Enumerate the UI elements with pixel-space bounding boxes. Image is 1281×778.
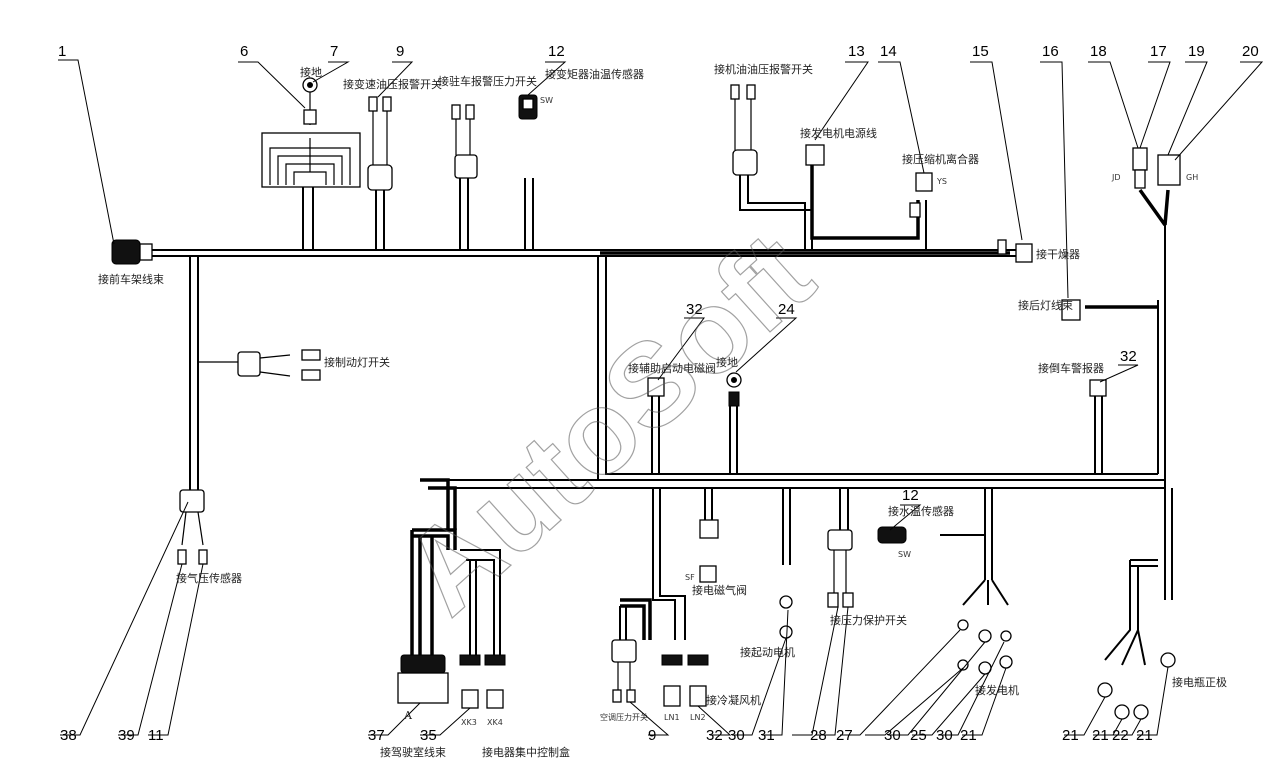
callout-35: 35 [420,727,437,744]
callout-21-c: 21 [1092,727,1109,744]
callout-22: 22 [1112,727,1129,744]
callout-32-right: 32 [1120,348,1137,365]
callout-30-c: 30 [936,727,953,744]
harness-wires [150,165,1173,666]
callout-37: 37 [368,727,385,744]
callout-30-a: 30 [728,727,745,744]
callout-12-bottom: 12 [902,487,919,504]
callout-24: 24 [778,301,795,318]
watermark: AutoSoft [379,208,837,639]
component-labels: 接前车架线束 接地 接变速油压报警开关 接驻车报警压力开关 接变矩器油温传感器 … [98,62,1227,759]
callout-27: 27 [836,727,853,744]
label-water-temp: 接水温传感器 [888,505,954,518]
label-trans-oil-temp: 接变矩器油温传感器 [545,67,644,81]
label-speed-switch: 接变速油压报警开关 [343,77,442,91]
callout-21-a: 21 [960,727,977,744]
label-condenser-fan: 接冷凝风机 [706,693,761,707]
label-brake-lamp: 接制动灯开关 [324,355,390,369]
label-ac-clutch: 接压缩机离合器 [902,152,979,166]
callout-7: 7 [330,43,338,60]
callout-6: 6 [240,43,248,60]
tag-xk4: XK4 [487,718,503,727]
callout-31: 31 [758,727,775,744]
tag-jd: JD [1111,173,1121,182]
label-relay-box: 接电器集中控制盒 [482,745,570,759]
callout-9-bottom: 9 [648,727,656,744]
callout-21-d: 21 [1136,727,1153,744]
label-ground-mid: 接地 [716,356,738,369]
tag-gh: GH [1186,173,1198,182]
tag-ys: YS [936,177,947,186]
callout-leaders [58,59,1264,736]
callout-19: 19 [1188,43,1205,60]
label-cab-harness: 接驾驶室线束 [380,745,446,759]
callout-15: 15 [972,43,989,60]
callout-1: 1 [58,43,66,60]
label-reverse-alarm: 接倒车警报器 [1038,361,1104,375]
callout-20: 20 [1242,43,1259,60]
callout-numbers: 1 6 7 9 12 13 14 15 16 18 17 19 20 32 24… [58,43,1259,744]
label-ac-pressure: 空调压力开关 [600,712,648,722]
tag-ln1: LN1 [664,713,680,722]
front-harness-plug-icon [111,239,141,265]
label-rear-lamp: 接后灯线束 [1018,298,1073,312]
label-ground-top: 接地 [300,66,322,79]
callout-18: 18 [1090,43,1107,60]
label-alternator: 接发电机 [975,683,1019,697]
tag-ln2: LN2 [690,713,706,722]
label-starter: 接起动电机 [740,645,795,659]
cab-harness-plug-icon [397,672,449,704]
tag-xk3: XK3 [461,718,477,727]
callout-38: 38 [60,727,77,744]
callout-39: 39 [118,727,135,744]
label-generator-wire: 接发电机电源线 [800,126,877,140]
label-air-pressure: 接气压传感器 [176,571,242,585]
callout-14: 14 [880,43,897,60]
label-engine-oil-switch: 接机油油压报警开关 [714,62,813,76]
callout-28: 28 [810,727,827,744]
callout-32-mid: 32 [686,301,703,318]
callout-21-b: 21 [1062,727,1079,744]
tag-sf: SF [685,573,695,582]
fuse-block-icon [261,132,361,188]
callout-30-b: 30 [884,727,901,744]
callout-12-top: 12 [548,43,565,60]
label-mid-relay: 接辅助启动电磁阀 [628,361,716,375]
callout-17: 17 [1150,43,1167,60]
front-harness-sleeve [139,243,153,261]
label-pressure-protect: 接压力保护开关 [830,613,907,627]
callout-16: 16 [1042,43,1059,60]
tag-a: A [403,709,413,722]
callout-13: 13 [848,43,865,60]
ground-connector [303,109,317,125]
label-battery-pos: 接电瓶正极 [1172,675,1227,689]
label-dryer: 接干燥器 [1036,248,1080,261]
label-parking-brake-switch: 接驻车报警压力开关 [438,74,537,88]
label-solenoid: 接电磁气阀 [692,583,747,597]
tag-sw-top: SW [540,96,553,105]
tag-sw-mid: SW [898,550,911,559]
label-front-frame-harness: 接前车架线束 [98,272,164,286]
callout-11: 11 [148,727,164,744]
callout-32-bottom: 32 [706,727,723,744]
callout-25: 25 [910,727,927,744]
callout-9-top: 9 [396,43,404,60]
